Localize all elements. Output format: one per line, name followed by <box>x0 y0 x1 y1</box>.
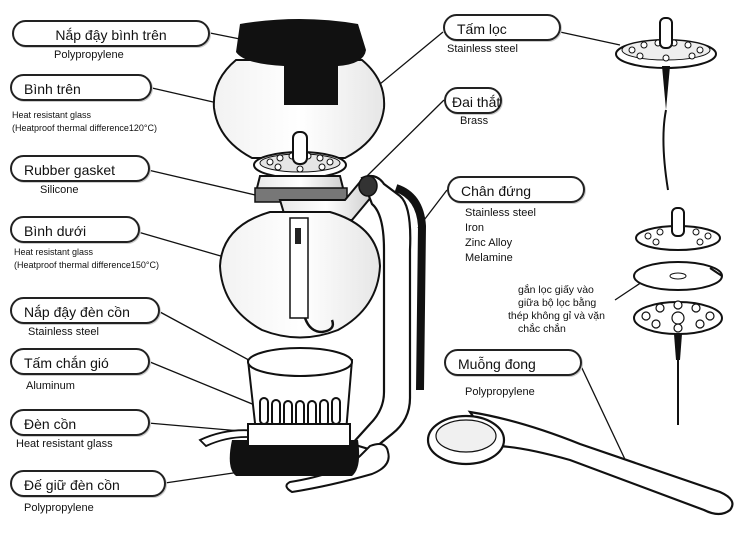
clamp-title: Đai thắt <box>452 94 501 110</box>
top-lid-material: Polypropylene <box>54 49 124 61</box>
top-lid-title: Nắp đậy bình trên <box>55 27 167 43</box>
stand-material-1: Stainless steel <box>465 207 536 219</box>
measuring-spoon-shape <box>426 410 734 516</box>
label-windshield: Tấm chắn gió <box>10 348 150 375</box>
filter-detail-exploded <box>633 207 723 425</box>
rubber-gasket-material: Silicone <box>40 184 79 196</box>
lower-bowl-material-line-1: Heat resistant glass <box>14 247 94 257</box>
windshield-shape <box>246 347 354 439</box>
alcohol-burner-material: Heat resistant glass <box>16 438 113 450</box>
label-clamp: Đai thắt <box>444 87 502 114</box>
label-alcohol-burner: Đèn cồn <box>10 409 150 436</box>
burner-holder-title: Đế giữ đèn cồn <box>24 477 120 493</box>
alcohol-burner-title: Đèn cồn <box>24 416 77 432</box>
stand-title: Chân đứng <box>461 183 532 199</box>
filter-material: Stainless steel <box>447 43 518 55</box>
label-filter: Tấm lọc <box>443 14 561 41</box>
lower-bowl-material-line-2: (Heatproof thermal difference150°C) <box>14 260 160 270</box>
label-top-lid: Nắp đậy bình trên <box>12 20 210 47</box>
filter-note-line-1: gắn lọc giấy vào <box>518 284 594 296</box>
burner-cap-material: Stainless steel <box>28 326 99 338</box>
burner-holder-shape <box>229 440 360 476</box>
stand-material-2: Iron <box>465 222 484 234</box>
upper-bowl-material-line-1: Heat resistant glass <box>12 110 92 120</box>
stand-material-3: Zinc Alloy <box>465 237 513 249</box>
lower-bowl-title: Bình dưới <box>24 223 87 239</box>
label-burner-holder: Đế giữ đèn cồn <box>10 470 166 497</box>
stand-material-4: Melamine <box>465 252 513 264</box>
clamp-material: Brass <box>460 115 489 127</box>
leader-spoon <box>579 363 631 471</box>
filter-note-line-2: giữa bộ lọc bằng <box>518 297 597 309</box>
label-rubber-gasket: Rubber gasket <box>10 155 150 182</box>
upper-bowl-shape <box>212 19 386 159</box>
leader-clamp <box>364 99 445 179</box>
upper-bowl-title: Bình trên <box>24 81 81 97</box>
leader-gasket <box>147 169 269 199</box>
windshield-title: Tấm chắn gió <box>24 355 109 371</box>
filter-note-line-3: thép không gỉ và vặn <box>508 310 605 322</box>
burner-cap-title: Nắp đậy đèn cồn <box>24 304 130 320</box>
label-measuring-spoon: Muỗng đong <box>444 349 582 376</box>
leader-windshield <box>149 361 263 409</box>
label-lower-bowl: Bình dưới <box>10 216 140 243</box>
label-upper-bowl: Bình trên <box>10 74 152 101</box>
label-burner-cap: Nắp đậy đèn cồn <box>10 297 160 324</box>
filter-title: Tấm lọc <box>457 21 507 37</box>
filter-detail-top <box>615 17 717 191</box>
measuring-spoon-material: Polypropylene <box>465 386 535 398</box>
alcohol-burner-shape <box>247 423 351 447</box>
upper-bowl-material-line-2: (Heatproof thermal difference120°C) <box>12 123 158 133</box>
leader-filter-detail <box>559 31 621 46</box>
rubber-gasket-title: Rubber gasket <box>24 162 116 178</box>
burner-holder-material: Polypropylene <box>24 502 94 514</box>
top-lid-shape <box>236 19 366 105</box>
windshield-material: Aluminum <box>26 380 75 392</box>
stand-shape <box>198 174 427 494</box>
filter-in-bowl <box>253 131 347 179</box>
leader-holder <box>164 471 241 484</box>
filter-note-line-4: chắc chắn <box>518 323 566 335</box>
label-stand: Chân đứng <box>447 176 585 203</box>
measuring-spoon-title: Muỗng đong <box>458 356 536 372</box>
